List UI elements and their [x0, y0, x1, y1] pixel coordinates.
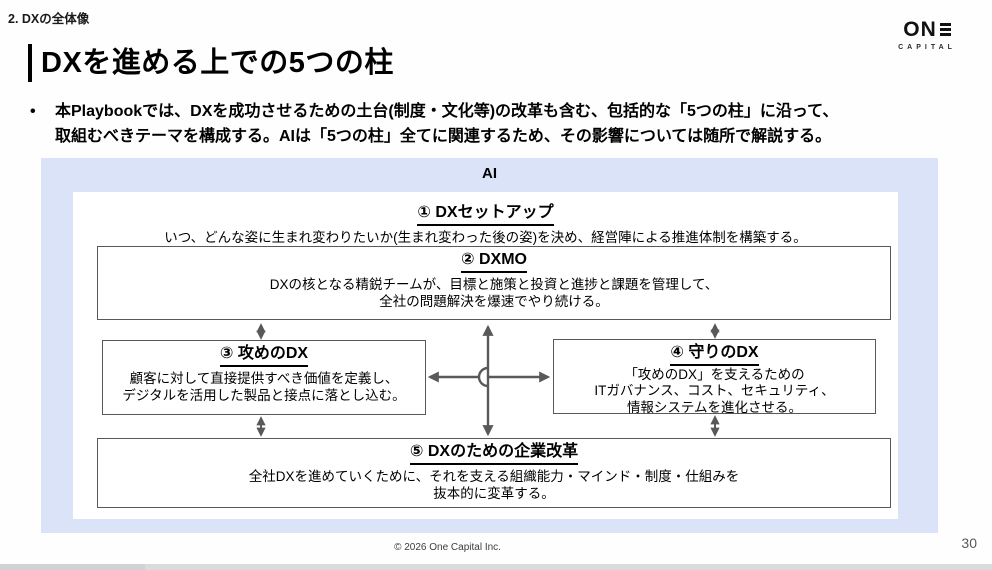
logo-letter-e-bars-icon: [939, 23, 951, 36]
pillar-3-description: 顧客に対して直接提供すべき価値を定義し、 デジタルを活用した製品と接点に落とし込…: [122, 371, 406, 404]
intro-bullet: • 本Playbookでは、DXを成功させるための土台(制度・文化等)の改革も含…: [30, 99, 970, 149]
bullet-marker: •: [30, 103, 36, 120]
pillar-2-dxmo: ② DXMO DXの核となる精鋭チームが、目標と施策と投資と進捗と課題を管理して…: [97, 246, 891, 320]
one-capital-logo: ON CAPITAL: [888, 19, 966, 51]
title-accent-bar: [28, 44, 32, 82]
five-pillars-canvas: ① DXセットアップ いつ、どんな姿に生まれ変わりたいか(生まれ変わった後の姿)…: [73, 192, 898, 519]
line-hop-arc: [477, 366, 489, 388]
page-number: 30: [961, 535, 977, 551]
pillar-5-corporate-reform: ⑤ DXのための企業改革 全社DXを進めていくために、それを支える組織能力・マイ…: [97, 438, 891, 508]
pillar-2-title: ② DXMO: [98, 250, 890, 273]
breadcrumb-section-label: 2. DXの全体像: [8, 12, 90, 26]
logo-wordmark: ON: [888, 19, 966, 40]
ai-panel-label: AI: [482, 165, 497, 182]
page-title: DXを進める上での5つの柱: [41, 46, 394, 79]
intro-bullet-line-2: 取組むべきテーマを構成する。AIは「5つの柱」全てに関連するため、その影響につい…: [55, 128, 832, 145]
pillar-1-description: いつ、どんな姿に生まれ変わりたいか(生まれ変わった後の姿)を決め、経営陣による推…: [164, 230, 807, 245]
logo-letters-on: ON: [903, 18, 937, 41]
pillar-4-defensive-dx: ④ 守りのDX 「攻めのDX」を支えるための ITガバナンス、コスト、セキュリテ…: [553, 339, 876, 415]
intro-bullet-line-1: 本Playbookでは、DXを成功させるための土台(制度・文化等)の改革も含む、…: [55, 103, 839, 120]
pillar-3-offensive-dx: ③ 攻めのDX 顧客に対して直接提供すべき価値を定義し、 デジタルを活用した製品…: [102, 340, 426, 415]
pillar-3-title: ③ 攻めのDX: [103, 344, 425, 367]
pillar-5-title: ⑤ DXのための企業改革: [98, 442, 890, 465]
pillar-4-description: 「攻めのDX」を支えるための ITガバナンス、コスト、セキュリティ、 情報システ…: [594, 367, 835, 415]
pillar-1-dx-setup: ① DXセットアップ いつ、どんな姿に生まれ変わりたいか(生まれ変わった後の姿)…: [73, 200, 898, 246]
intro-bullet-text: 本Playbookでは、DXを成功させるための土台(制度・文化等)の改革も含む、…: [55, 99, 838, 149]
pillar-5-description: 全社DXを進めていくために、それを支える組織能力・マインド・制度・仕組みを 抜本…: [248, 469, 740, 502]
pillar-4-title: ④ 守りのDX: [554, 343, 875, 366]
bottom-strip: [0, 564, 992, 570]
ai-outer-panel: AI ① DXセットアップ いつ、どんな姿に生まれ変わりたいか(生まれ変わった後…: [41, 158, 938, 533]
pillar-1-title: ① DXセットアップ: [73, 203, 898, 226]
pillar-2-description: DXの核となる精鋭チームが、目標と施策と投資と進捗と課題を管理して、 全社の問題…: [269, 277, 719, 310]
footer-copyright: © 2026 One Capital Inc.: [394, 542, 501, 553]
logo-subtext: CAPITAL: [898, 44, 956, 51]
bottom-strip-left-segment: [0, 564, 145, 570]
title-block: DXを進める上での5つの柱: [28, 44, 394, 82]
